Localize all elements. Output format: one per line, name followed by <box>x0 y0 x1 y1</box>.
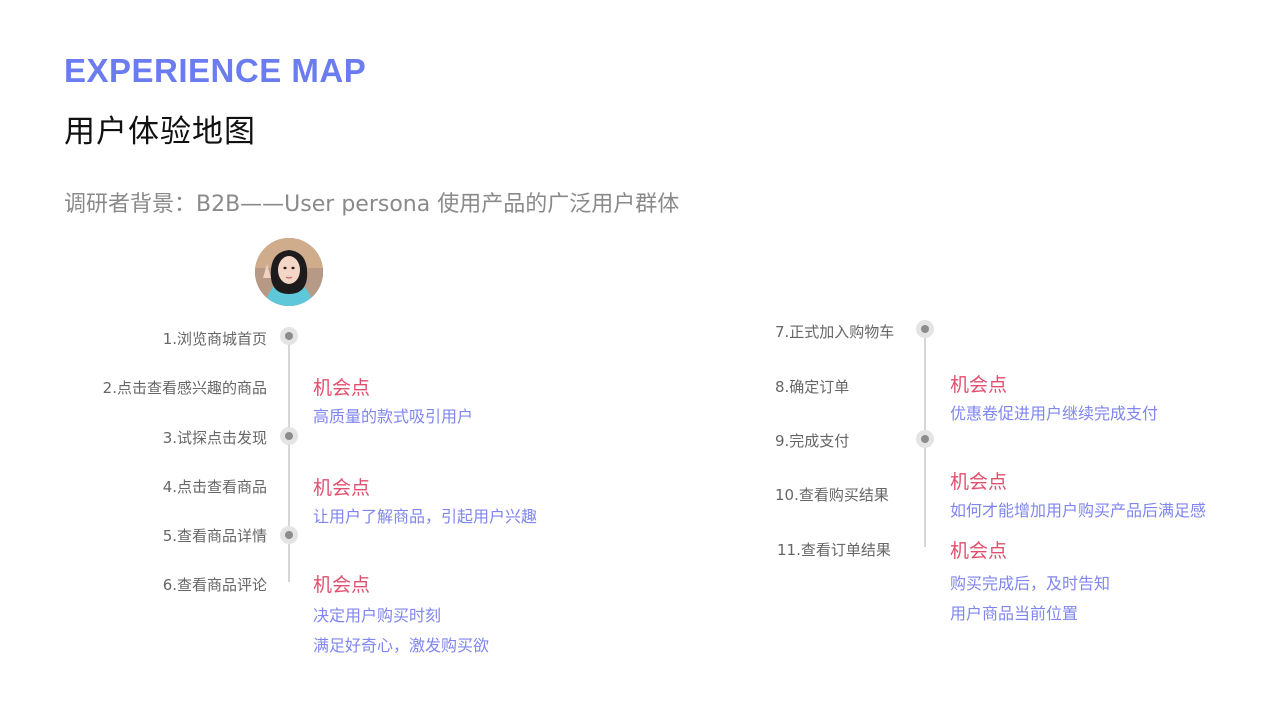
opportunity-desc-4: 优惠卷促进用户继续完成支付 <box>950 404 1159 423</box>
page-title-cn: 用户体验地图 <box>64 114 256 150</box>
right-timeline-node-9 <box>916 430 934 448</box>
left-timeline-node-1 <box>280 327 298 345</box>
step-8: 8.确定订单 <box>775 378 850 396</box>
right-timeline-node-7 <box>916 320 934 338</box>
step-10: 10.查看购买结果 <box>775 486 889 504</box>
opportunity-desc-3b: 满足好奇心，激发购买欲 <box>313 636 490 655</box>
opportunity-desc-6b: 用户商品当前位置 <box>950 604 1079 623</box>
step-2: 2.点击查看感兴趣的商品 <box>102 379 267 397</box>
step-9: 9.完成支付 <box>775 432 850 450</box>
step-6: 6.查看商品评论 <box>162 576 267 594</box>
step-1: 1.浏览商城首页 <box>162 330 267 348</box>
page-title-en: EXPERIENCE MAP <box>64 52 367 89</box>
opportunity-title-1: 机会点 <box>313 377 371 399</box>
persona-photo-icon <box>255 238 323 306</box>
left-timeline-node-5 <box>280 526 298 544</box>
step-11: 11.查看订单结果 <box>777 541 891 559</box>
opportunity-title-4: 机会点 <box>950 374 1008 396</box>
opportunity-desc-6a: 购买完成后，及时告知 <box>950 574 1111 593</box>
left-timeline-line <box>288 336 290 582</box>
step-3: 3.试探点击发现 <box>162 429 267 447</box>
opportunity-title-2: 机会点 <box>313 477 371 499</box>
opportunity-title-6: 机会点 <box>950 540 1008 562</box>
opportunity-title-3: 机会点 <box>313 574 371 596</box>
opportunity-desc-5: 如何才能增加用户购买产品后满足感 <box>950 501 1207 520</box>
researcher-background: 调研者背景：B2B——User persona 使用产品的广泛用户群体 <box>64 192 680 217</box>
step-7: 7.正式加入购物车 <box>775 323 895 341</box>
opportunity-desc-3a: 决定用户购买时刻 <box>313 606 442 625</box>
opportunity-desc-1: 高质量的款式吸引用户 <box>313 407 474 426</box>
step-5: 5.查看商品详情 <box>162 527 267 545</box>
opportunity-desc-2: 让用户了解商品，引起用户兴趣 <box>313 507 538 526</box>
left-timeline-node-3 <box>280 427 298 445</box>
opportunity-title-5: 机会点 <box>950 471 1008 493</box>
persona-avatar <box>255 238 323 306</box>
step-4: 4.点击查看商品 <box>162 478 267 496</box>
